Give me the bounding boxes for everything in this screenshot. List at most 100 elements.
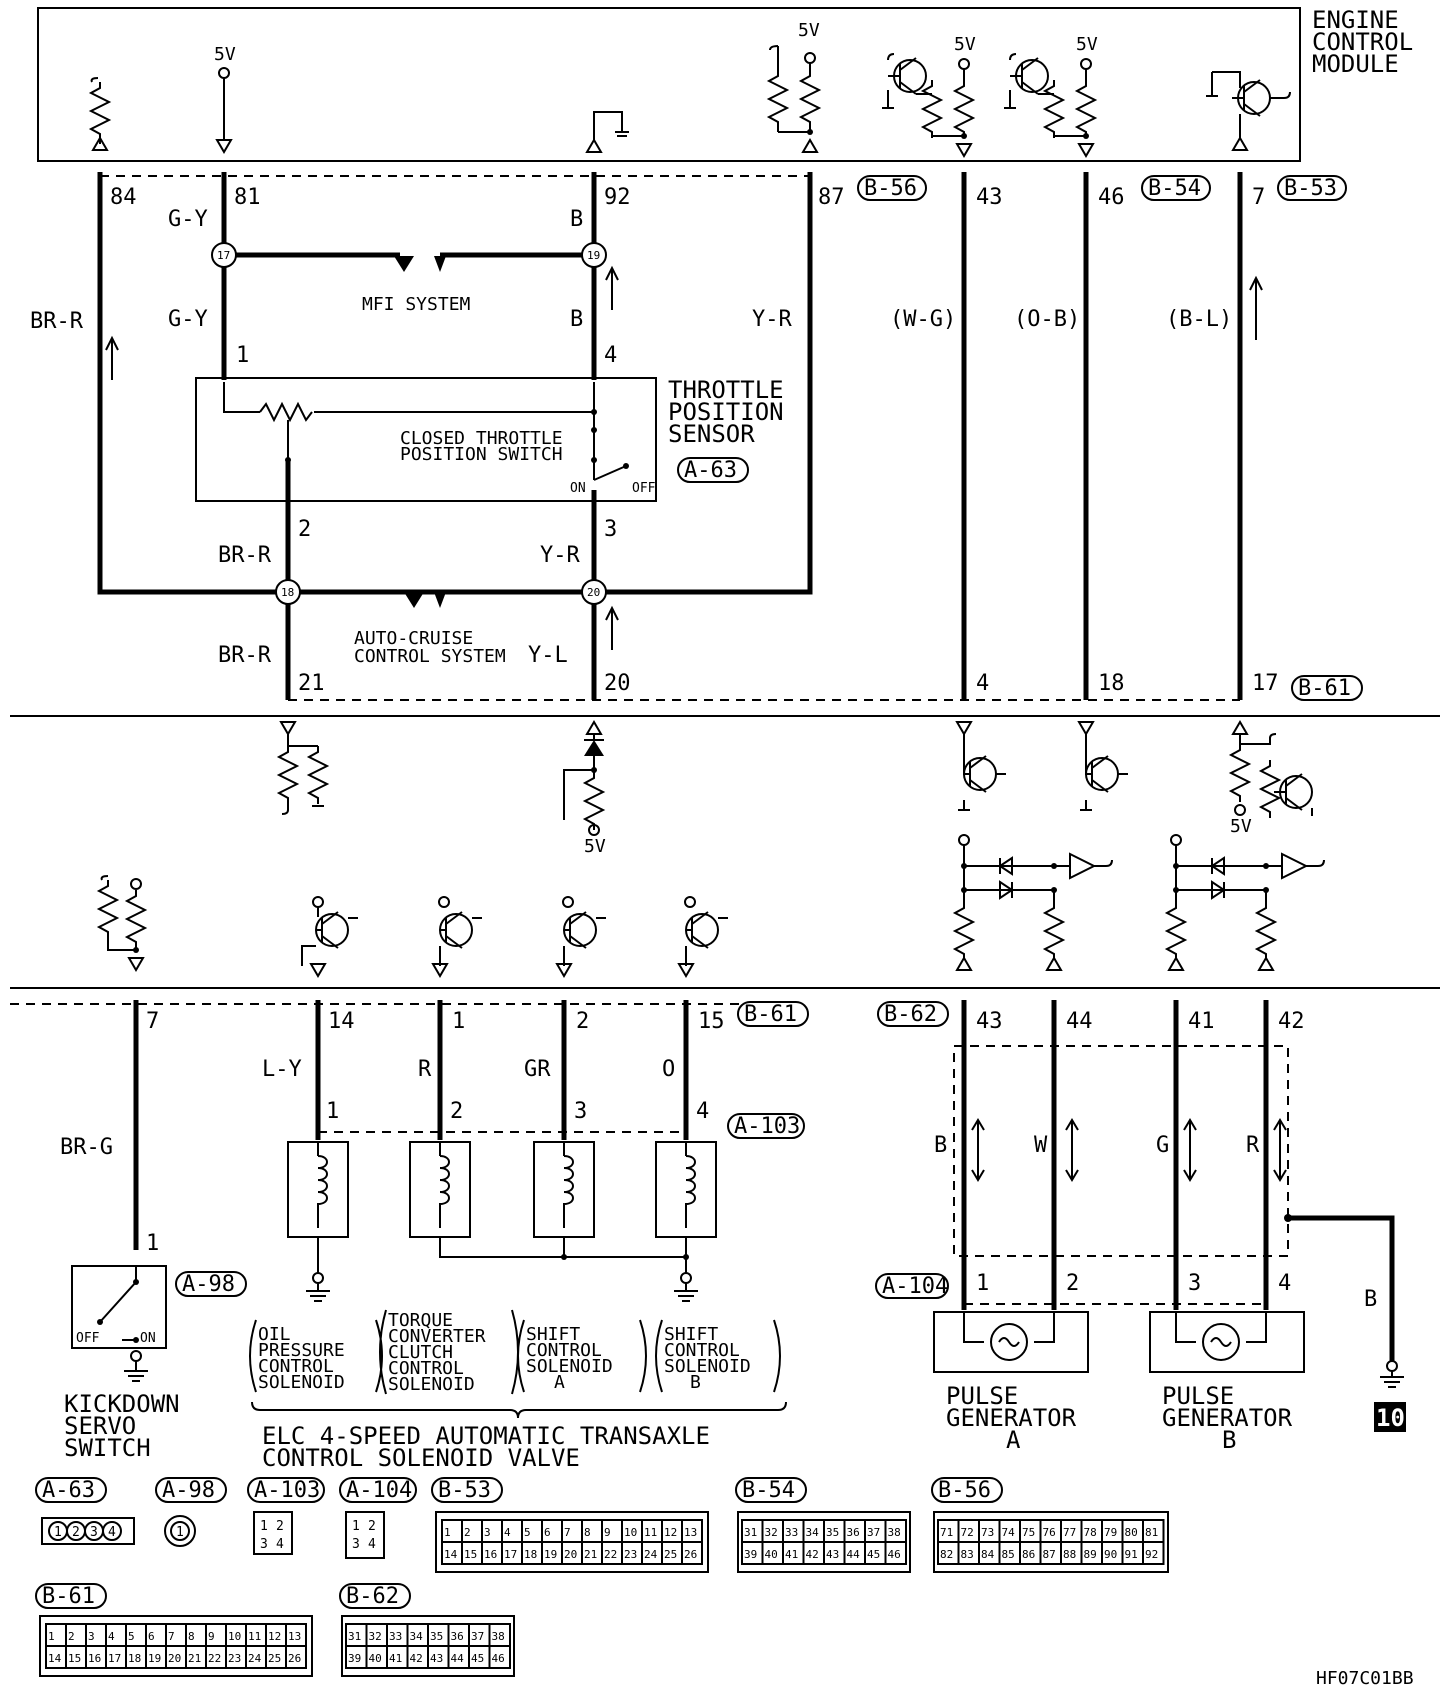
svg-text:ON: ON [570, 481, 586, 496]
svg-text:SOLENOID: SOLENOID [388, 1374, 475, 1395]
connector-b61-upper: B-61 [1298, 676, 1351, 701]
svg-text:CONTROL: CONTROL [526, 1340, 602, 1361]
ecm-input-92 [586, 111, 629, 153]
connector-pin-label: 36 [451, 1630, 464, 1643]
svg-text:A-104: A-104 [346, 1478, 412, 1503]
connector-pin-label: 8 [584, 1526, 591, 1539]
driver-1 [432, 896, 482, 977]
connector-pin-label: 3 [88, 1630, 95, 1643]
svg-text:B-56: B-56 [938, 1478, 991, 1503]
svg-text:3: 3 [90, 1525, 98, 1540]
connector-pin-label: 75 [1022, 1526, 1035, 1539]
connector-pin-label: 18 [524, 1548, 537, 1561]
connector-pin-label: 23 [624, 1548, 637, 1561]
connector-pin-label: 13 [684, 1526, 697, 1539]
svg-text:17: 17 [1252, 671, 1279, 696]
connector-pin-label: 4 [108, 1630, 115, 1643]
svg-text:SHIFT: SHIFT [664, 1324, 718, 1345]
connector-pin-label: 40 [369, 1652, 382, 1665]
connector-pin-label: 20 [168, 1652, 181, 1665]
svg-text:1: 1 [352, 1519, 360, 1534]
middle-device-row: 5V 5V [278, 721, 1313, 857]
connector-pin-label: 10 [228, 1630, 241, 1643]
svg-text:5V: 5V [584, 836, 606, 857]
connector-pin-label: 80 [1125, 1526, 1138, 1539]
svg-text:CLUTCH: CLUTCH [388, 1342, 453, 1363]
connector-pin-label: 15 [464, 1548, 477, 1561]
svg-text:20: 20 [587, 586, 600, 599]
connector-pin-label: 38 [492, 1630, 505, 1643]
connector-pin-label: 20 [564, 1548, 577, 1561]
connector-a103: A-103 [734, 1114, 800, 1139]
svg-text:(W-G): (W-G) [890, 307, 956, 332]
svg-text:ON: ON [140, 1331, 156, 1346]
svg-text:OIL: OIL [258, 1324, 291, 1345]
svg-text:L-Y: L-Y [262, 1057, 302, 1082]
ground-ref-10: 10 [1376, 1404, 1405, 1432]
svg-text:OFF: OFF [632, 481, 656, 496]
svg-text:20: 20 [604, 671, 631, 696]
connector-pin-cell [884, 1541, 907, 1565]
svg-text:SOLENOID: SOLENOID [258, 1372, 345, 1393]
svg-text:BR-R: BR-R [30, 309, 84, 334]
connector-pin-label: 26 [684, 1548, 697, 1561]
connector-pin-label: 9 [208, 1630, 215, 1643]
connector-pin-label: 33 [389, 1630, 402, 1643]
connector-pin-cell [681, 1541, 703, 1565]
connector-pin-label: 72 [961, 1526, 974, 1539]
svg-text:BR-G: BR-G [60, 1135, 113, 1160]
svg-text:4: 4 [696, 1099, 709, 1124]
svg-text:41: 41 [1188, 1009, 1215, 1034]
ecm-pin-labels: 84 81 92 87 43 46 7 [110, 185, 1265, 210]
connector-pin-label: 78 [1084, 1526, 1097, 1539]
connector-b62: B-62 [884, 1002, 937, 1027]
svg-text:B: B [1364, 1287, 1377, 1312]
svg-text:SERVO: SERVO [64, 1412, 136, 1440]
connector-pin-label: 22 [208, 1652, 221, 1665]
figure-code: HF07C01BB [1316, 1668, 1414, 1689]
svg-text:3: 3 [604, 517, 617, 542]
svg-text:G: G [1156, 1133, 1169, 1158]
connector-pin-label: 81 [1145, 1526, 1158, 1539]
connector-pin-label: 44 [451, 1652, 465, 1665]
svg-text:1: 1 [54, 1525, 62, 1540]
connector-b61-lower: B-61 [744, 1002, 797, 1027]
svg-text:CONTROL: CONTROL [664, 1340, 740, 1361]
connector-pin-label: 88 [1063, 1548, 1076, 1561]
connector-pin-label: 73 [981, 1526, 994, 1539]
ecm-input-84 [90, 77, 110, 151]
svg-text:CLOSED THROTTLE: CLOSED THROTTLE [400, 428, 563, 449]
svg-text:3: 3 [574, 1099, 587, 1124]
engine-control-module: ENGINE CONTROL MODULE 5V 5V [37, 6, 1413, 162]
connector-pin-label: 9 [604, 1526, 611, 1539]
connector-b56: B-56 [864, 176, 917, 201]
svg-text:B: B [690, 1372, 701, 1393]
svg-text:2: 2 [450, 1099, 463, 1124]
ecm-outline [37, 7, 1301, 162]
svg-text:17: 17 [217, 249, 230, 262]
connector-pin-label: 26 [288, 1652, 301, 1665]
svg-text:18: 18 [1098, 671, 1125, 696]
connector-pin-label: 6 [544, 1526, 551, 1539]
svg-text:42: 42 [1278, 1009, 1305, 1034]
connector-pin-label: 84 [981, 1548, 995, 1561]
connector-pin-label: 14 [444, 1548, 458, 1561]
svg-text:(O-B): (O-B) [1014, 307, 1080, 332]
svg-text:3: 3 [1188, 1271, 1201, 1296]
connector-pin-label: 85 [1002, 1548, 1015, 1561]
ecm-driver-7 [1206, 71, 1291, 151]
connector-pin-label: 92 [1145, 1548, 1158, 1561]
svg-text:PULSE: PULSE [946, 1382, 1018, 1410]
svg-text:14: 14 [328, 1009, 355, 1034]
driver-14 [301, 896, 358, 977]
connector-a63: A-63 [684, 458, 737, 483]
svg-text:84: 84 [110, 185, 137, 210]
connector-pin-label: 3 [484, 1526, 491, 1539]
svg-text:46: 46 [1098, 185, 1125, 210]
svg-text:1: 1 [452, 1009, 465, 1034]
svg-text:2: 2 [276, 1519, 284, 1534]
connector-pin-label: 79 [1104, 1526, 1117, 1539]
svg-text:5V: 5V [1076, 34, 1098, 55]
svg-text:SENSOR: SENSOR [668, 420, 755, 448]
